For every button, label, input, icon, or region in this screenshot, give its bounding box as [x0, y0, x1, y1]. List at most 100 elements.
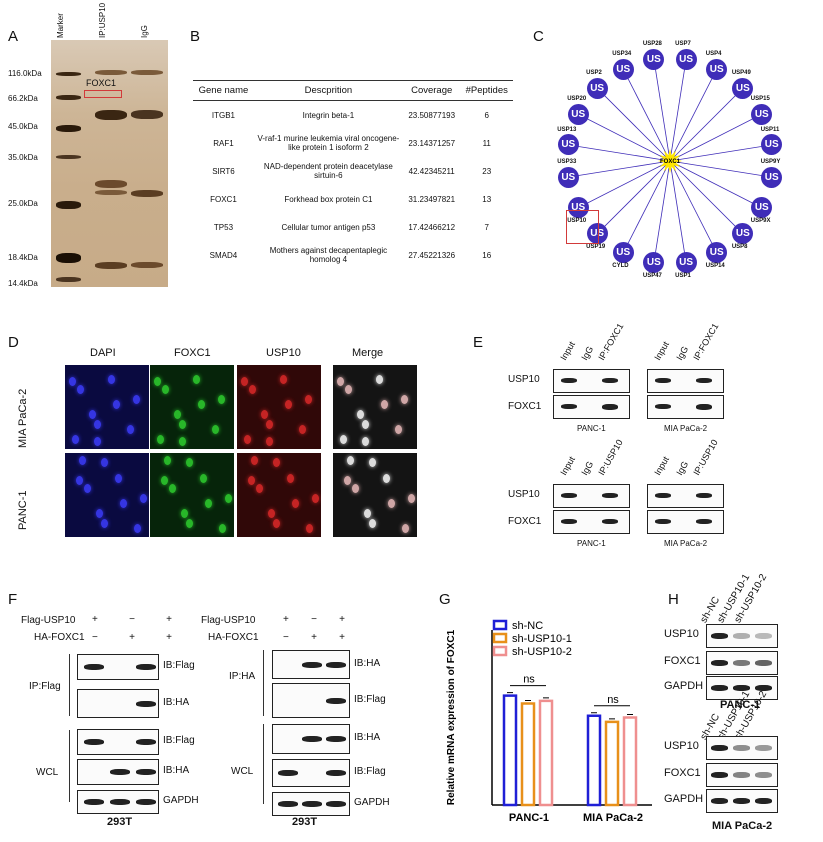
blot [77, 729, 159, 755]
edge-line [653, 160, 671, 263]
nucleus [285, 400, 292, 409]
edge-line [596, 87, 671, 162]
cell-panc1: PANC-1 [577, 539, 606, 548]
panel-f-label: F [8, 591, 18, 608]
foxc1-highlight-box [84, 90, 122, 98]
cell-label: PANC-1 [720, 699, 761, 711]
nucleus [369, 458, 376, 467]
node-icon: US [761, 134, 783, 156]
nucleus [249, 385, 256, 394]
node-icon: US [586, 77, 608, 99]
nucleus [306, 524, 313, 533]
nucleus [101, 458, 108, 467]
node-label-usp11: USP11 [760, 126, 780, 133]
x-tick-label: PANC-1 [509, 812, 549, 824]
band [326, 770, 346, 776]
left-cell-label: 293T [107, 816, 133, 828]
marker-25: 25.0kDa [8, 199, 38, 208]
nucleus [169, 484, 176, 493]
nucleus [72, 435, 79, 444]
band [733, 798, 750, 804]
blot [272, 683, 350, 718]
row-panc: PANC-1 [17, 490, 29, 530]
micrograph-usp10 [237, 453, 321, 537]
nucleus [108, 375, 115, 384]
row-label: GAPDH [664, 680, 704, 692]
blot [272, 792, 350, 816]
nucleus [241, 377, 248, 386]
edge-line [596, 160, 671, 235]
band [84, 664, 104, 670]
node-label-usp28: USP28 [642, 41, 662, 48]
edge-line [669, 160, 772, 178]
panel-h-label: H [668, 591, 679, 608]
nucleus [362, 437, 369, 446]
legend-label: sh-USP10-1 [512, 633, 572, 645]
node-icon: US [732, 223, 754, 245]
band [733, 772, 750, 778]
node-icon: US [586, 223, 608, 245]
lane-igg: IgG [140, 25, 149, 38]
band [733, 685, 750, 691]
nucleus [362, 420, 369, 429]
nucleus [162, 385, 169, 394]
blot [706, 676, 778, 700]
blot [272, 724, 350, 754]
col-merge: Merge [352, 347, 384, 359]
blot [647, 510, 724, 534]
bar-sh-NC [586, 714, 602, 807]
micrograph-merge [333, 453, 417, 537]
panel-a-label: A [8, 28, 19, 45]
nucleus [344, 476, 351, 485]
bar-sh-USP10-1 [520, 702, 536, 807]
cell-mia: MIA PaCa-2 [664, 539, 708, 548]
edge-line [669, 69, 718, 162]
lane-igg: IgG [674, 344, 691, 362]
proteomics-table: Gene name Descprition Coverage #Peptides… [193, 80, 513, 269]
silver-stain-gel [51, 40, 168, 287]
row-label: GAPDH [664, 793, 704, 805]
nucleus [261, 410, 268, 419]
band [136, 769, 156, 775]
blot [77, 790, 159, 814]
panel-c-label: C [533, 28, 544, 45]
nucleus [133, 395, 140, 404]
flag-usp10-label: Flag-USP10 [21, 615, 76, 626]
micrograph-dapi [65, 453, 149, 537]
node-label-usp14: USP14 [705, 262, 725, 269]
ib-label: IB:HA [163, 696, 190, 708]
edge-line [622, 160, 671, 253]
nucleus [345, 385, 352, 394]
band [302, 736, 322, 742]
ib-label: IB:Flag [163, 735, 195, 746]
micrograph-foxc1 [150, 365, 234, 449]
nucleus [200, 474, 207, 483]
blot [647, 484, 724, 508]
blot [706, 624, 778, 648]
node-label-usp13: USP13 [557, 126, 577, 133]
edge-line [653, 59, 671, 162]
node-icon: US [567, 197, 589, 219]
node-label-usp15: USP15 [750, 96, 770, 103]
nucleus [337, 377, 344, 386]
blot [553, 369, 630, 393]
nucleus [181, 509, 188, 518]
band [326, 801, 346, 807]
lane-input: Input [558, 339, 578, 362]
nucleus [157, 435, 164, 444]
edge-line [669, 160, 687, 263]
nucleus [219, 524, 226, 533]
node-label-usp47: USP47 [642, 272, 662, 279]
nucleus [77, 385, 84, 394]
left-signs-row2: −++ [92, 632, 172, 643]
nucleus [140, 494, 147, 503]
band [326, 697, 346, 704]
micrograph-usp10 [237, 365, 321, 449]
node-icon: US [567, 103, 589, 125]
nucleus [84, 484, 91, 493]
band [711, 660, 728, 666]
nucleus [120, 499, 127, 508]
ib-label: IB:Flag [163, 660, 195, 671]
bar-sh-NC [502, 694, 518, 807]
band [110, 799, 130, 805]
